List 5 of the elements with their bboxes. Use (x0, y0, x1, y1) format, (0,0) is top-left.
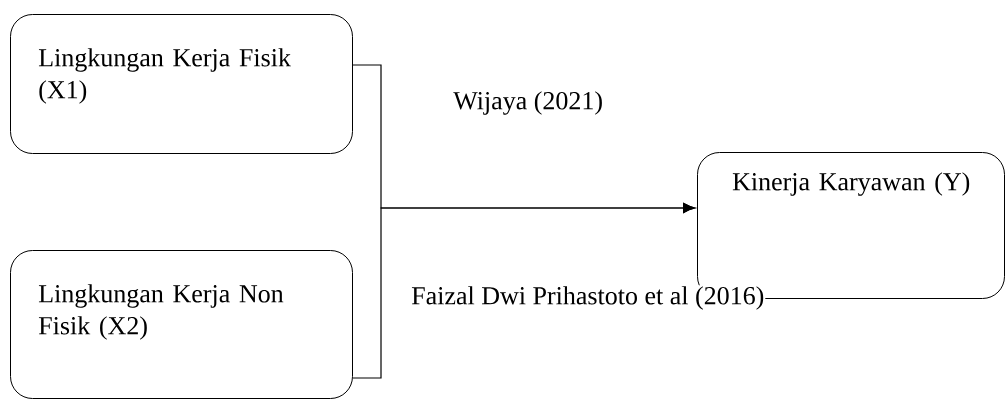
edge-label: Wijaya (2021) (452, 90, 605, 116)
edge-label: Faizal Dwi Prihastoto et al (2016) (410, 285, 766, 311)
text-box: Lingkungan Kerja Non Fisik (X2) (10, 250, 353, 399)
text-box: Lingkungan Kerja Fisik (X1) (10, 14, 353, 154)
arrow (352, 203, 696, 379)
